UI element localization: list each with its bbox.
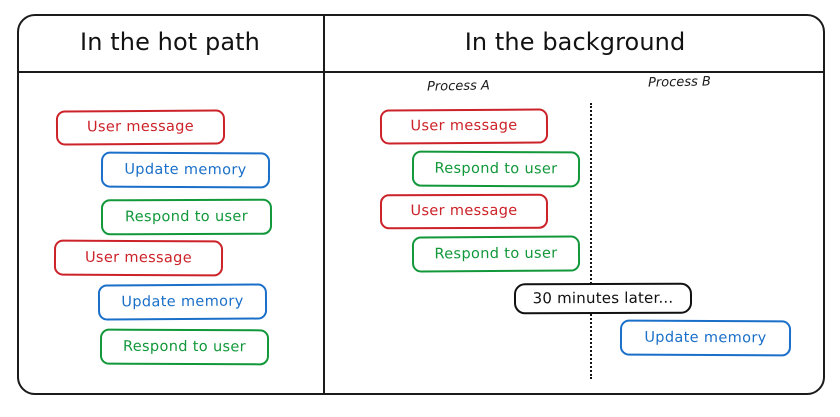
hot-path-step-user-message-2: User message bbox=[53, 239, 224, 277]
step-label: User message bbox=[410, 203, 518, 220]
process-a-label: Process A bbox=[426, 78, 490, 95]
hot-path-step-user-message-1: User message bbox=[55, 109, 226, 146]
column-divider bbox=[323, 14, 325, 395]
header-divider bbox=[17, 71, 825, 73]
step-label: User message bbox=[84, 249, 193, 267]
note-label: 30 minutes later... bbox=[532, 288, 674, 308]
step-label: Update memory bbox=[121, 293, 244, 311]
process-a-step-respond-to-user-1: Respond to user bbox=[411, 150, 581, 188]
column-title-hot-path: In the hot path bbox=[80, 28, 260, 56]
time-note-30-minutes-later: 30 minutes later... bbox=[513, 282, 693, 315]
hot-path-step-update-memory-2: Update memory bbox=[97, 283, 268, 321]
hot-path-step-respond-to-user-1: Respond to user bbox=[100, 198, 273, 236]
step-label: Respond to user bbox=[122, 338, 247, 356]
step-label: Respond to user bbox=[434, 160, 558, 178]
hot-path-step-update-memory-1: Update memory bbox=[100, 151, 271, 189]
process-b-step-update-memory: Update memory bbox=[619, 319, 792, 357]
step-label: User message bbox=[410, 117, 518, 135]
step-label: Update memory bbox=[124, 161, 247, 179]
process-a-step-user-message-1: User message bbox=[379, 108, 549, 145]
hot-path-step-respond-to-user-2: Respond to user bbox=[99, 328, 270, 366]
step-label: User message bbox=[86, 118, 195, 136]
process-b-label: Process B bbox=[647, 74, 712, 91]
step-label: Update memory bbox=[644, 329, 767, 347]
process-a-step-respond-to-user-2: Respond to user bbox=[411, 235, 581, 273]
step-label: Respond to user bbox=[434, 245, 558, 263]
column-title-background: In the background bbox=[464, 28, 686, 56]
process-separator-dotted-line bbox=[590, 103, 592, 379]
process-a-step-user-message-2: User message bbox=[379, 193, 549, 230]
step-label: Respond to user bbox=[124, 208, 249, 225]
